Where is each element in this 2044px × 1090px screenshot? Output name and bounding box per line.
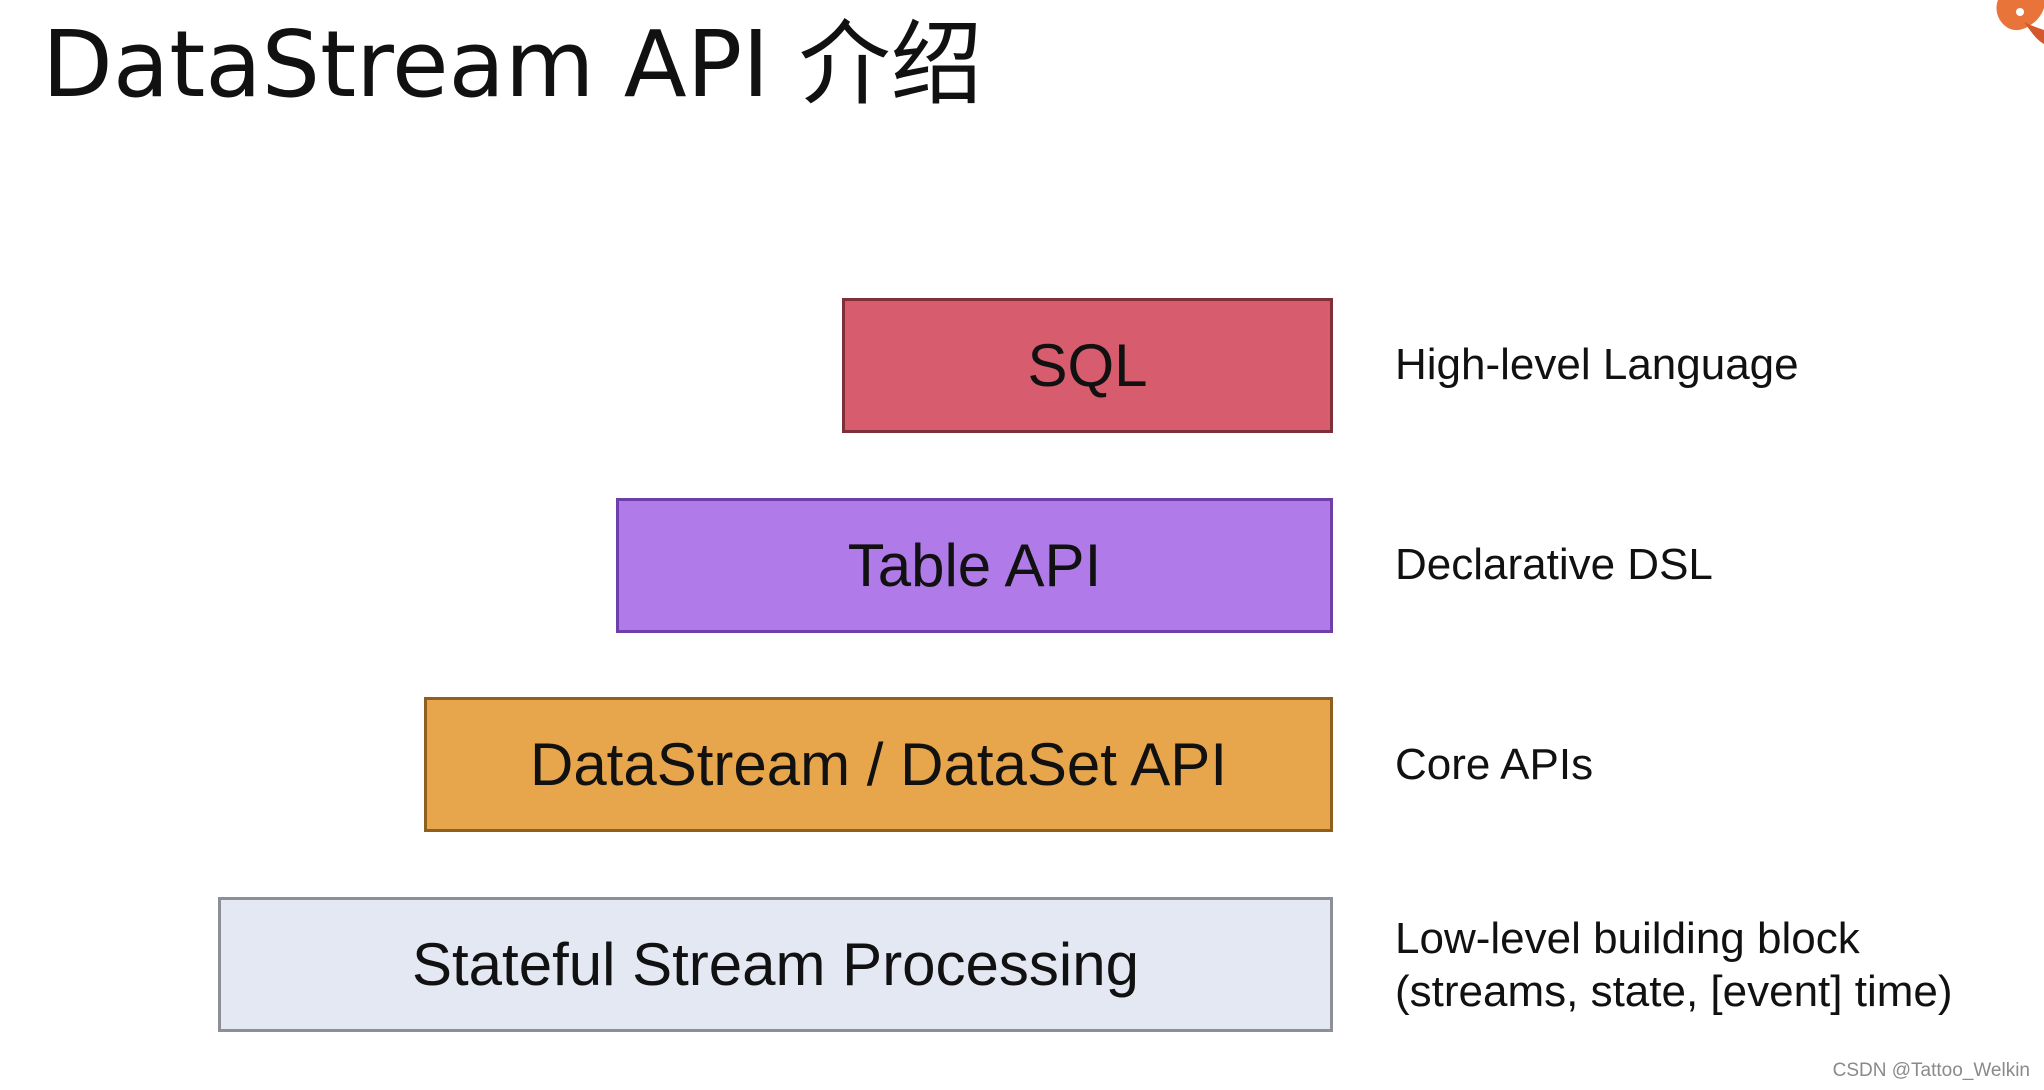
layer-datastream-api-label: DataStream / DataSet API	[529, 731, 1227, 798]
watermark-text: CSDN @Tattoo_Welkin	[1832, 1060, 2030, 1081]
layer-stateful-processing-description-line1: Low-level building block	[1395, 914, 1860, 963]
layer-stateful-processing-label: Stateful Stream Processing	[411, 931, 1139, 998]
layer-sql-label: SQL	[1027, 332, 1148, 399]
layer-datastream-api-description: Core APIs	[1395, 740, 1594, 789]
squirrel-logo-icon	[1996, 0, 2044, 44]
layer-table-api-block: Table API	[616, 498, 1333, 633]
layer-sql-block: SQL	[842, 298, 1333, 433]
layer-sql-description: High-level Language	[1395, 340, 1799, 389]
layer-stateful-processing-block: Stateful Stream Processing	[218, 897, 1333, 1032]
slide-title: DataStream API 介绍	[42, 11, 983, 118]
layer-stateful-processing-description: Low-level building block (streams, state…	[1395, 913, 1953, 1019]
layer-stateful-processing-description-line2: (streams, state, [event] time)	[1395, 966, 1953, 1016]
layer-datastream-api-block: DataStream / DataSet API	[424, 697, 1333, 832]
layer-table-api-description: Declarative DSL	[1395, 540, 1713, 589]
layer-table-api-label: Table API	[847, 532, 1102, 599]
